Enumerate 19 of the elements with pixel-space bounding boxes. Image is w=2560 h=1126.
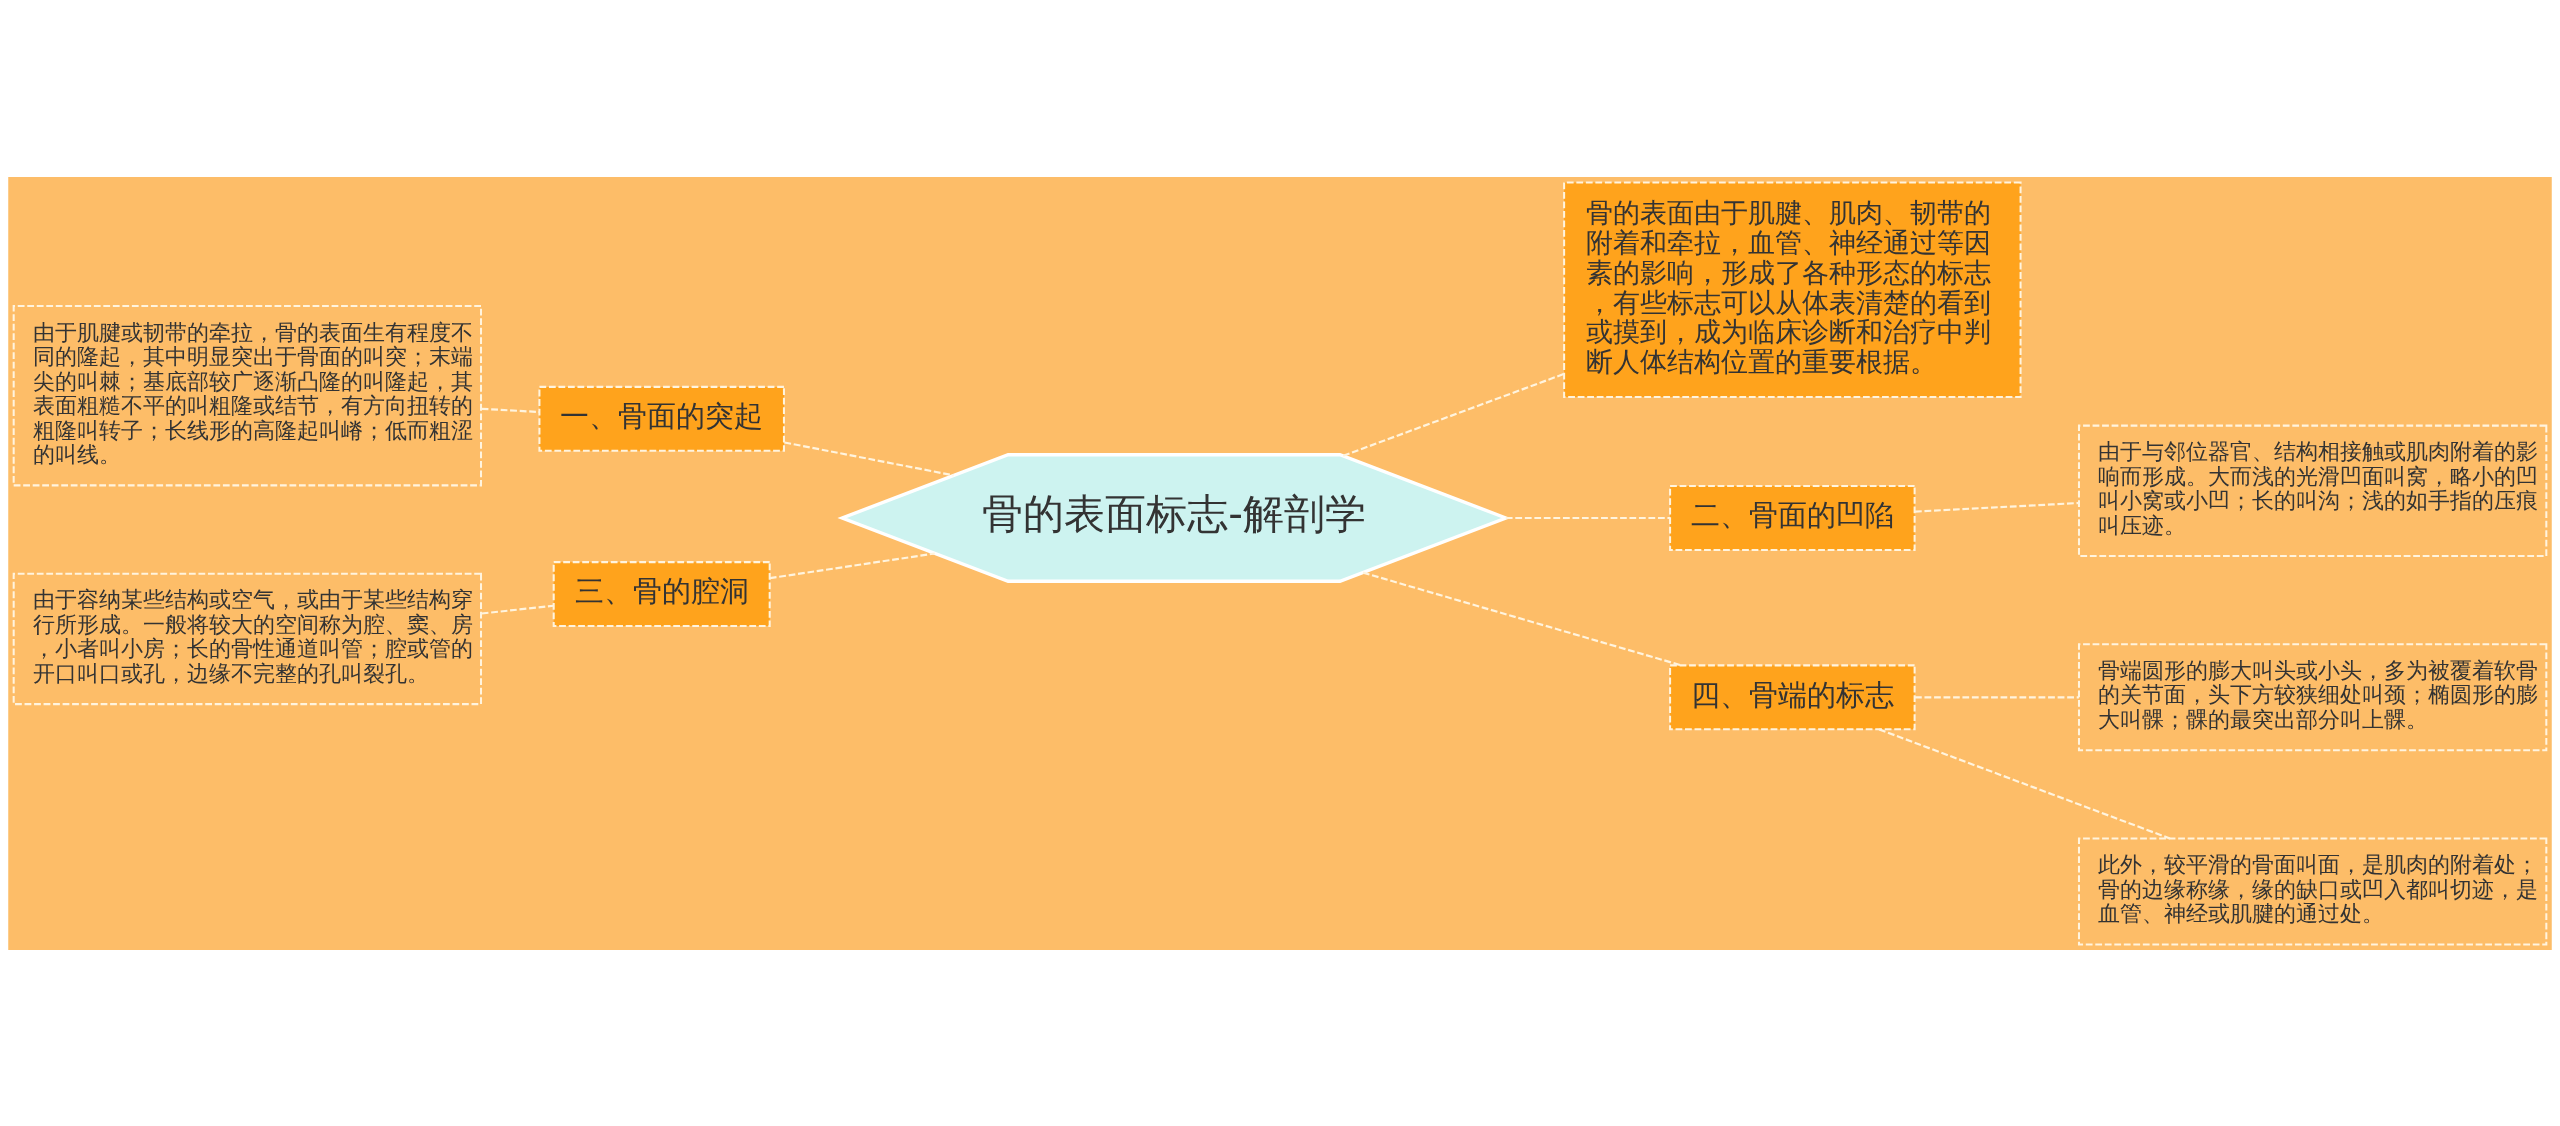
connector xyxy=(1362,571,1682,666)
node-box: 骨的表面由于肌腱、肌肉、韧带的附着和牵拉，血管、神经通过等因素的影响，形成了各种形态的标志，有些标志可以从体表清楚的看到或摸到，成为临床诊断和治疗中判断人体结构位置的重要根据。 xyxy=(1563,180,2022,398)
node-box: 由于肌腱或韧带的牵拉，骨的表面生有程度不同的隆起，其中明显突出于骨面的叫突；末端尖的叫棘；基底部较广逐渐凸隆的叫隆起，其表面粗糙不平的叫粗隆或结节，有方向扭转的粗隆叫转子；长线形的高隆起叫嵴；低而粗涩的叫线。 xyxy=(12,304,483,486)
node-box: 四、骨端的标志 xyxy=(1669,663,1916,730)
connector xyxy=(1878,727,2171,840)
node-box: 三、骨的腔洞 xyxy=(552,560,771,627)
connector xyxy=(481,604,554,615)
connector xyxy=(784,440,954,476)
connector xyxy=(1915,501,2079,513)
node-box: 由于与邻位器官、结构相接触或肌肉附着的影响而形成。大而浅的光滑凹面叫窝，略小的凹叫小窝或小凹；长的叫沟；浅的如手指的压痕叫压迹。 xyxy=(2077,424,2548,557)
node-box: 二、骨面的凹陷 xyxy=(1669,484,1916,551)
node-box: 此外，较平滑的骨面叫面，是肌肉的附着处；骨的边缘称缘，缘的缺口或凹入都叫切迹，是血管、神经或肌腱的通过处。 xyxy=(2077,837,2548,946)
node-box: 一、骨面的突起 xyxy=(538,385,785,452)
connector xyxy=(1342,372,1565,457)
node-box: 由于容纳某些结构或空气，或由于某些结构穿行所形成。一般将较大的空间称为腔、窦、房，小者叫小房；长的骨性通道叫管；腔或管的开口叫口或孔，边缘不完整的孔叫裂孔。 xyxy=(12,572,483,705)
connector xyxy=(1915,695,2079,698)
node-box: 骨端圆形的膨大叫头或小头，多为被覆着软骨的关节面，头下方较狭细处叫颈；椭圆形的膨大叫髁；髁的最突出部分叫上髁。 xyxy=(2077,642,2548,751)
connector xyxy=(1505,516,1671,519)
connector xyxy=(769,551,935,579)
